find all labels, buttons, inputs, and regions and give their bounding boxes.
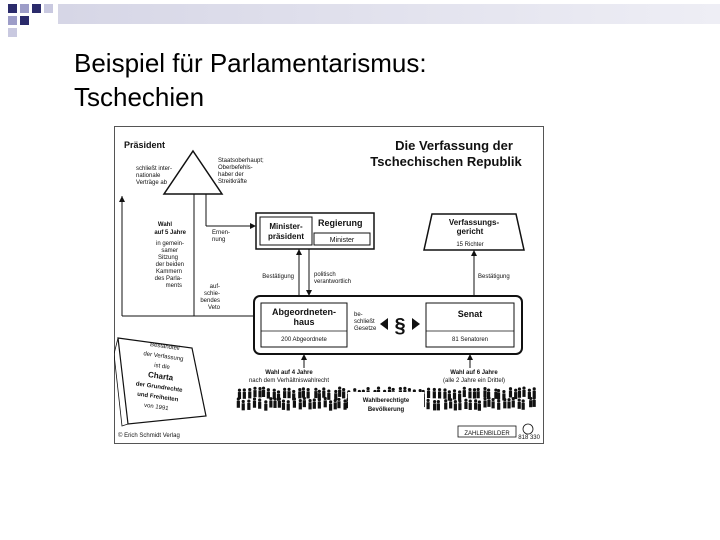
law-1: be-: [354, 312, 363, 318]
ministers-label: Minister: [330, 237, 355, 244]
senate-box: [425, 302, 515, 348]
election-chamber-2: nach dem Verhältniswahlrecht: [249, 378, 329, 384]
court-box: [423, 213, 525, 251]
charter-1: Bestandteil: [150, 342, 180, 352]
prime-minister-box: [259, 216, 313, 246]
law-3: Gesetze: [354, 326, 377, 332]
ministers-box: [313, 232, 371, 246]
diagram-heading-1: Die Verfassung der: [395, 138, 513, 153]
election-president-3: in gemein-: [156, 241, 184, 247]
charter-7: von 1991: [144, 403, 170, 412]
voters-2: Bevölkerung: [368, 407, 405, 413]
responsible-2: verantwortlich: [314, 279, 351, 285]
president-treaties-3: Verträge ab: [136, 180, 168, 186]
code: 818 330: [518, 435, 540, 441]
election-senate-2: (alle 2 Jahre ein Drittel): [443, 378, 505, 384]
corner-decoration: [0, 0, 720, 37]
prime-minister-2: präsident: [268, 232, 304, 241]
president-head-2: Oberbefehls-: [218, 165, 253, 171]
government-label: Regierung: [318, 218, 363, 228]
chamber-members: 200 Abgeordnete: [281, 337, 327, 343]
court-confirmation: Bestätigung: [478, 274, 510, 280]
appointment-1: Ernen-: [212, 230, 230, 236]
confirm-left: Bestätigung: [262, 274, 294, 280]
law-symbol: §: [394, 315, 405, 337]
election-president-6: der beiden: [156, 262, 184, 268]
brand: ZAHLENBILDER: [464, 431, 510, 437]
brand-logo: [522, 423, 534, 435]
president-head-3: haber der: [218, 172, 244, 178]
slide-title: Beispiel für Parlamentarismus: Tschechie…: [74, 46, 427, 114]
election-president-9: ments: [166, 283, 182, 289]
veto-3: bendes: [200, 298, 220, 304]
court-judges: 15 Richter: [456, 242, 483, 248]
court-1: Verfassungs-: [449, 218, 500, 227]
credit: © Erich Schmidt Verlag: [118, 432, 180, 439]
chamber-label-1: Abgeordneten-: [272, 307, 336, 317]
law-2: schließt: [354, 319, 375, 325]
election-senate-1: Wahl auf 6 Jahre: [450, 370, 498, 376]
slide-title-line-2: Tschechien: [74, 82, 205, 112]
chamber-label-2: haus: [293, 317, 314, 327]
charter-4: Charta: [147, 370, 174, 383]
court-2: gericht: [457, 227, 484, 236]
president-treaties-1: schließt inter-: [136, 166, 172, 172]
president-treaties-2: nationale: [136, 173, 161, 179]
veto-1: auf-: [210, 284, 220, 290]
charter-6: und Freiheiten: [137, 392, 179, 404]
election-president-4: samer: [161, 248, 178, 254]
charter-3: ist die: [154, 363, 171, 371]
election-chamber-1: Wahl auf 4 Jahre: [265, 370, 313, 376]
election-president-8: des Parla-: [155, 276, 182, 282]
appointment-2: nung: [212, 237, 225, 243]
diagram-heading-2: Tschechischen Republik: [370, 154, 522, 169]
election-president-1: Wahl: [158, 222, 172, 228]
president-triangle: [162, 149, 224, 195]
constitution-diagram: Die Verfassung der Tschechischen Republi…: [114, 126, 544, 444]
veto-4: Veto: [208, 305, 221, 311]
election-president-7: Kammern: [156, 269, 182, 275]
president-label: Präsident: [124, 140, 165, 150]
president-head-1: Staatsoberhaupt;: [218, 158, 264, 164]
charter-2: der Verfassung: [143, 351, 184, 363]
chamber-box: [260, 302, 348, 348]
senate-label: Senat: [458, 309, 483, 319]
slide-title-line-1: Beispiel für Parlamentarismus:: [74, 48, 427, 78]
election-president-2: auf 5 Jahre: [154, 230, 186, 236]
senate-members: 81 Senatoren: [452, 337, 488, 343]
prime-minister-1: Minister-: [269, 222, 303, 231]
voters-1: Wahlberechtigte: [363, 398, 410, 404]
charter-document: [117, 337, 207, 425]
population-crowd: [236, 386, 536, 411]
veto-2: schie-: [204, 291, 220, 297]
president-head-4: Streitkräfte: [218, 179, 248, 185]
responsible-1: politisch: [314, 272, 336, 278]
election-president-5: Sitzung: [158, 255, 178, 261]
